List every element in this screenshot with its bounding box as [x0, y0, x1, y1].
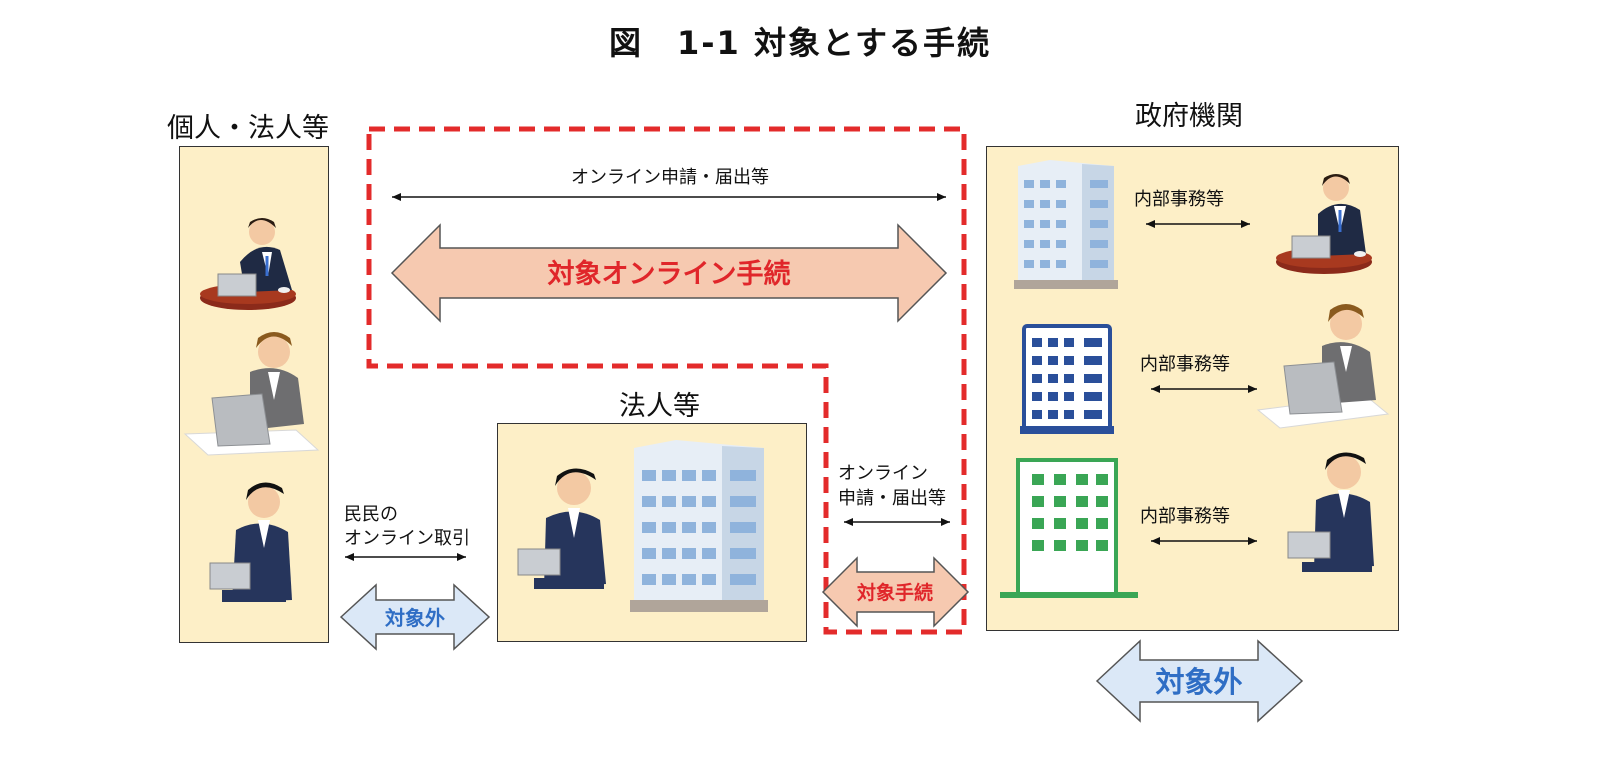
- online-application-label: オンライン申請・届出等: [571, 167, 769, 188]
- corp-online-label-line2: 申請・届出等: [838, 488, 946, 509]
- navy-building-icon: [1020, 324, 1114, 434]
- green-building-icon: [1000, 458, 1138, 598]
- figure-title: 図 1-1 対象とする手続: [609, 24, 991, 62]
- group-label-corporations: 法人等: [619, 391, 700, 422]
- person-with-laptop-icon: [209, 482, 292, 602]
- office-building-icon: [630, 440, 768, 612]
- target-procedure-arrow: [821, 556, 970, 628]
- private-online-label-line2: オンライン取引: [344, 528, 470, 549]
- private-online-label-line1: 民民の: [344, 504, 398, 525]
- internal-label-2: 内部事務等: [1140, 354, 1230, 375]
- target-procedure-label: 対象手続: [856, 581, 933, 604]
- target-online-procedure-arrow: [390, 223, 948, 323]
- corp-online-label-line1: オンライン: [838, 463, 928, 484]
- person-with-laptop-icon: [183, 332, 320, 456]
- not-target-label-left: 対象外: [384, 606, 445, 630]
- not-target-label-right: 対象外: [1155, 665, 1242, 699]
- person-with-laptop-icon: [1287, 452, 1374, 572]
- target-online-procedure-label: 対象オンライン手続: [548, 258, 791, 290]
- internal-label-3: 内部事務等: [1140, 506, 1230, 527]
- internal-label-1: 内部事務等: [1134, 189, 1224, 210]
- person-with-laptop-icon: [517, 468, 606, 589]
- target-scope-dashed-border: [366, 126, 967, 635]
- person-at-desk-laptop-icon: [1276, 174, 1372, 274]
- not-target-arrow-right: [1095, 639, 1304, 723]
- not-target-arrow-left: [339, 583, 491, 651]
- person-at-desk-laptop-icon: [200, 218, 296, 310]
- person-with-laptop-icon: [1256, 304, 1390, 429]
- group-label-individuals: 個人・法人等: [167, 113, 329, 144]
- group-label-government: 政府機関: [1135, 101, 1243, 132]
- office-building-icon: [1014, 160, 1118, 289]
